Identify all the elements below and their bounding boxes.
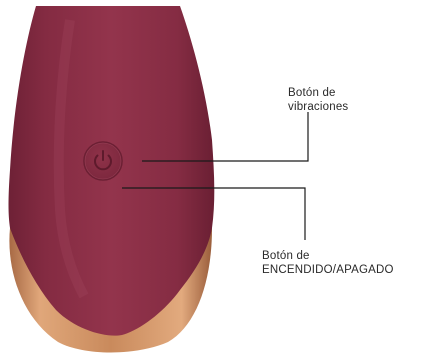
power-label-line2: ENCENDIDO/APAGADO: [262, 264, 394, 276]
power-label-line1: Botón de: [262, 250, 310, 262]
power-button[interactable]: [83, 141, 123, 181]
body-highlight: [53, 19, 89, 299]
power-icon: [94, 150, 112, 171]
vibration-label-line2: vibraciones: [288, 101, 349, 113]
vibration-label-line1: Botón de: [288, 87, 336, 99]
power-button-label: Botón de ENCENDIDO/APAGADO: [262, 249, 394, 277]
callout-line-power: [122, 187, 306, 240]
vibration-button-label: Botón de vibraciones: [288, 86, 348, 114]
callout-line-vibration: [142, 112, 309, 162]
